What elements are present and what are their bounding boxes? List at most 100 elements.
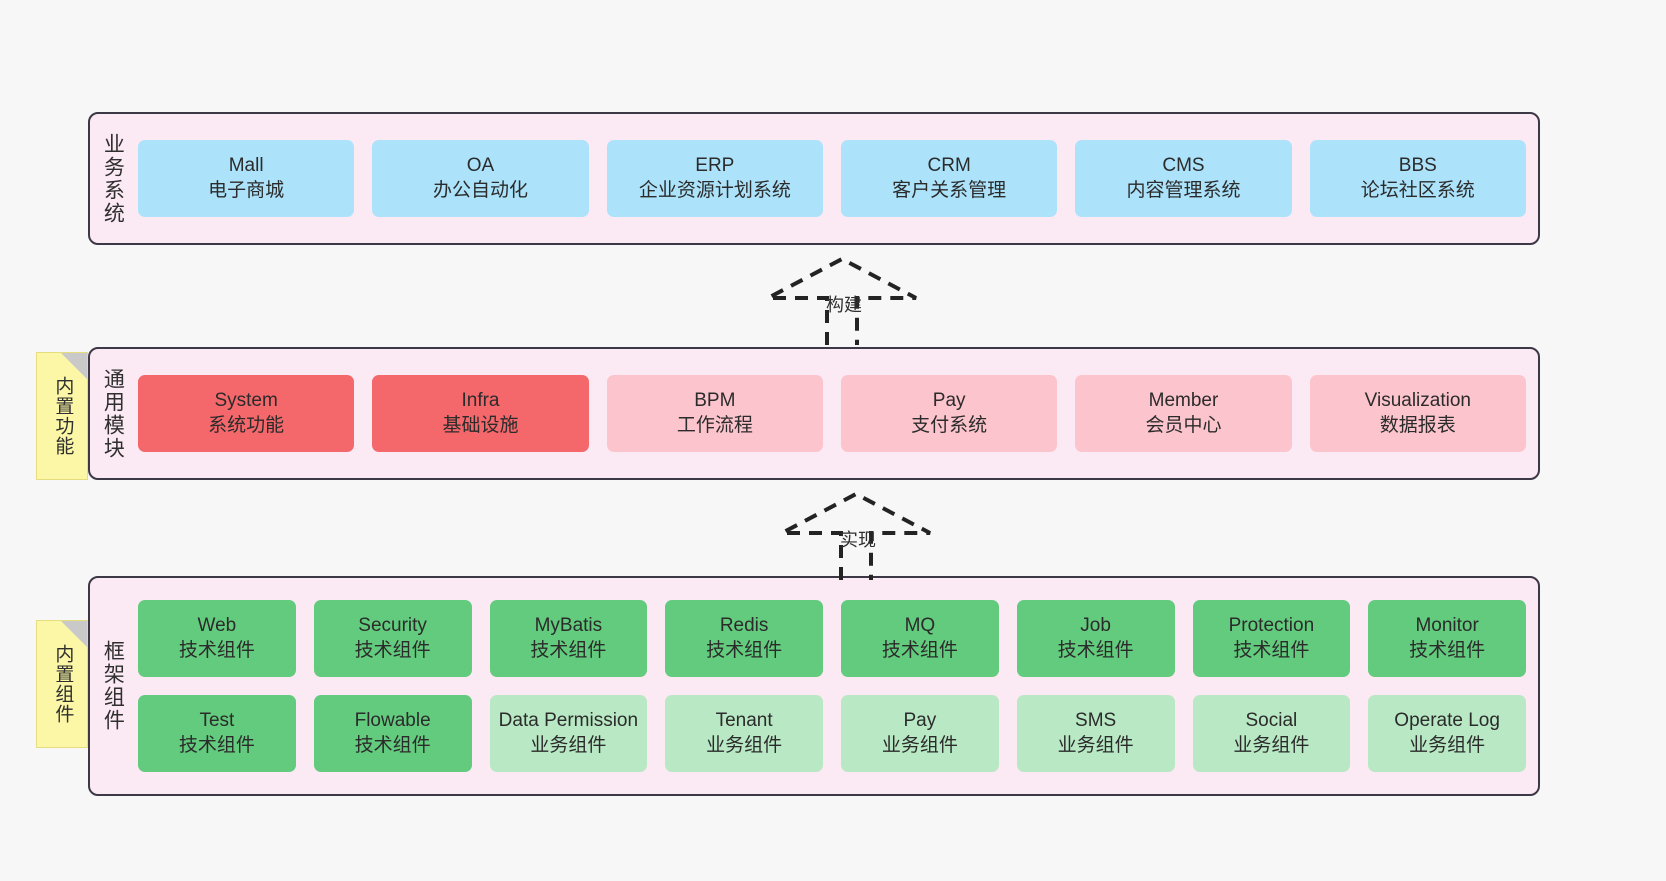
node-web-cn: 技术组件	[178, 639, 255, 661]
node-social-cn: 业务组件	[1233, 734, 1310, 756]
node-cms[interactable]: CMS 内容管理系统	[1075, 140, 1292, 217]
note-builtin-feature: 内置功能	[36, 352, 88, 480]
node-operate-log-cn: 业务组件	[1409, 734, 1486, 756]
node-sms-cn: 业务组件	[1057, 734, 1134, 756]
node-bbs-cn: 论坛社区系统	[1360, 179, 1475, 201]
node-crm-en: CRM	[927, 155, 971, 177]
node-bpm-en: BPM	[694, 390, 736, 412]
connector-build: 构建	[752, 255, 932, 345]
node-test-cn: 技术组件	[178, 734, 255, 756]
layer-common-module: 通用模块 System 系统功能 Infra 基础设施 BPM 工作流程 Pay…	[88, 347, 1540, 480]
node-member[interactable]: Member 会员中心	[1075, 375, 1292, 452]
node-mq[interactable]: MQ 技术组件	[841, 600, 999, 677]
node-flowable-en: Flowable	[354, 710, 431, 732]
node-pay-component[interactable]: Pay 业务组件	[841, 695, 999, 772]
node-infra[interactable]: Infra 基础设施	[372, 375, 589, 452]
node-mybatis-en: MyBatis	[534, 615, 603, 637]
node-security-en: Security	[358, 615, 427, 637]
node-erp-en: ERP	[695, 155, 735, 177]
connector-build-label: 构建	[826, 295, 862, 315]
node-mybatis[interactable]: MyBatis 技术组件	[489, 600, 648, 677]
node-monitor-en: Monitor	[1415, 615, 1479, 637]
node-erp-cn: 企业资源计划系统	[638, 179, 791, 201]
node-infra-en: Infra	[461, 390, 500, 412]
note-builtin-component: 内置组件	[36, 620, 88, 748]
node-protection[interactable]: Protection 技术组件	[1192, 600, 1351, 677]
node-job-en: Job	[1080, 615, 1111, 637]
node-member-cn: 会员中心	[1145, 414, 1222, 436]
node-job[interactable]: Job 技术组件	[1016, 600, 1175, 677]
node-mall-en: Mall	[228, 155, 264, 177]
node-visualization-cn: 数据报表	[1379, 414, 1456, 436]
node-web[interactable]: Web 技术组件	[138, 600, 296, 677]
node-bbs-en: BBS	[1398, 155, 1437, 177]
dashed-hollow-arrow-icon	[767, 256, 917, 345]
node-system[interactable]: System 系统功能	[138, 375, 355, 452]
node-infra-cn: 基础设施	[442, 414, 519, 436]
node-mall[interactable]: Mall 电子商城	[138, 140, 355, 217]
node-tenant-cn: 业务组件	[706, 734, 783, 756]
note-builtin-component-label: 内置组件	[52, 644, 74, 724]
layer-common-module-row-1: System 系统功能 Infra 基础设施 BPM 工作流程 Pay 支付系统…	[138, 375, 1526, 452]
layer-business-system-row-1: Mall 电子商城 OA 办公自动化 ERP 企业资源计划系统 CRM 客户关系…	[138, 140, 1526, 217]
node-sms-en: SMS	[1075, 710, 1117, 732]
node-oa-en: OA	[466, 155, 495, 177]
node-monitor[interactable]: Monitor 技术组件	[1368, 600, 1526, 677]
node-social-en: Social	[1245, 710, 1298, 732]
node-tenant[interactable]: Tenant 业务组件	[665, 695, 823, 772]
node-redis[interactable]: Redis 技术组件	[665, 600, 823, 677]
node-visualization[interactable]: Visualization 数据报表	[1309, 375, 1526, 452]
node-pay-module-cn: 支付系统	[911, 414, 988, 436]
node-flowable[interactable]: Flowable 技术组件	[313, 695, 472, 772]
node-member-en: Member	[1148, 390, 1219, 412]
node-flowable-cn: 技术组件	[354, 734, 431, 756]
note-fold-corner-icon	[61, 353, 87, 379]
layer-framework-component-title: 框架组件	[101, 640, 125, 732]
dashed-hollow-arrow-icon	[781, 491, 931, 580]
node-crm-cn: 客户关系管理	[892, 179, 1007, 201]
note-builtin-feature-label: 内置功能	[52, 376, 74, 456]
node-test[interactable]: Test 技术组件	[138, 695, 296, 772]
node-mall-cn: 电子商城	[208, 179, 285, 201]
node-oa-cn: 办公自动化	[432, 179, 528, 201]
node-system-en: System	[214, 390, 278, 412]
connector-implement-label: 实现	[840, 530, 876, 550]
layer-framework-component-row-2: Test 技术组件 Flowable 技术组件 Data Permission …	[138, 695, 1526, 772]
node-visualization-en: Visualization	[1364, 390, 1471, 412]
layer-framework-component: 框架组件 Web 技术组件 Security 技术组件 MyBatis 技术组件…	[88, 576, 1540, 796]
node-tenant-en: Tenant	[715, 710, 773, 732]
node-protection-cn: 技术组件	[1233, 639, 1310, 661]
note-fold-corner-icon	[61, 621, 87, 647]
layer-common-module-title: 通用模块	[101, 367, 125, 460]
node-cms-cn: 内容管理系统	[1126, 179, 1241, 201]
layer-framework-component-body: Web 技术组件 Security 技术组件 MyBatis 技术组件 Redi…	[134, 578, 1538, 794]
node-web-en: Web	[197, 615, 237, 637]
node-pay-module-en: Pay	[932, 390, 966, 412]
node-redis-en: Redis	[719, 615, 769, 637]
node-bpm[interactable]: BPM 工作流程	[606, 375, 823, 452]
node-security[interactable]: Security 技术组件	[313, 600, 472, 677]
node-erp[interactable]: ERP 企业资源计划系统	[606, 140, 823, 217]
node-data-permission-cn: 业务组件	[530, 734, 607, 756]
node-mq-en: MQ	[904, 615, 936, 637]
layer-business-system-body: Mall 电子商城 OA 办公自动化 ERP 企业资源计划系统 CRM 客户关系…	[134, 114, 1538, 243]
node-sms[interactable]: SMS 业务组件	[1016, 695, 1175, 772]
node-oa[interactable]: OA 办公自动化	[372, 140, 589, 217]
node-redis-cn: 技术组件	[706, 639, 783, 661]
layer-business-system-title: 业务系统	[101, 132, 125, 225]
node-social[interactable]: Social 业务组件	[1192, 695, 1351, 772]
node-pay-component-en: Pay	[903, 710, 937, 732]
node-operate-log[interactable]: Operate Log 业务组件	[1368, 695, 1526, 772]
node-crm[interactable]: CRM 客户关系管理	[840, 140, 1058, 217]
node-monitor-cn: 技术组件	[1409, 639, 1486, 661]
node-data-permission[interactable]: Data Permission 业务组件	[489, 695, 648, 772]
node-test-en: Test	[199, 710, 235, 732]
node-bbs[interactable]: BBS 论坛社区系统	[1309, 140, 1526, 217]
node-mybatis-cn: 技术组件	[530, 639, 607, 661]
node-system-cn: 系统功能	[208, 414, 285, 436]
node-pay-module[interactable]: Pay 支付系统	[840, 375, 1058, 452]
node-protection-en: Protection	[1228, 615, 1315, 637]
node-job-cn: 技术组件	[1057, 639, 1134, 661]
node-pay-component-cn: 业务组件	[881, 734, 958, 756]
